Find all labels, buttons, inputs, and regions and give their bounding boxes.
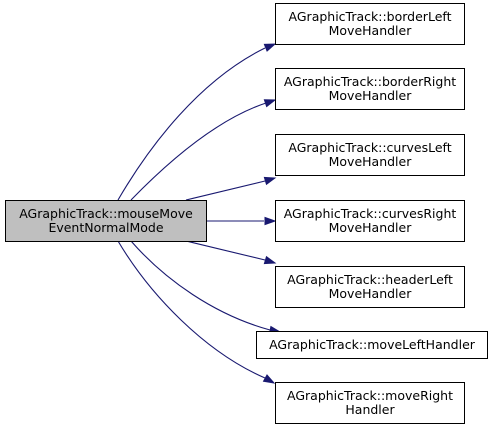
callee-node-curvesLeft-box: [275, 134, 465, 176]
callee-node-moveLeft-label-line: AGraphicTrack::moveLeftHandler: [269, 337, 476, 352]
edge-arrowhead: [263, 176, 277, 186]
callee-node-moveRight-box: [275, 382, 465, 424]
root-function-node-label-line: EventNormalMode: [48, 220, 163, 235]
callee-node-moveRight-label-line: AGraphicTrack::moveRight: [287, 388, 453, 403]
callee-node-moveRight-label-line: Handler: [345, 402, 395, 417]
edge-line: [130, 240, 271, 331]
callee-node-moveLeft-box: [256, 331, 488, 359]
callee-node-curvesLeft-label-line: AGraphicTrack::curvesLeft: [288, 140, 451, 155]
edge-to-headerLeft: [185, 240, 277, 265]
edge-line: [117, 240, 266, 379]
edge-line: [130, 102, 267, 201]
callee-node-headerLeft-label-line: AGraphicTrack::headerLeft: [287, 272, 453, 287]
callee-node-curvesRight-label-line: MoveHandler: [329, 220, 413, 235]
callee-node-borderRight-label-line: AGraphicTrack::borderRight: [284, 74, 456, 89]
edge-line: [185, 180, 266, 201]
callee-node-curvesRight-box: [275, 200, 465, 242]
edge-line: [117, 47, 266, 201]
callee-node-borderLeft-box: [275, 3, 465, 45]
edge-arrowhead: [263, 255, 277, 265]
callee-node-borderRight-label-line: MoveHandler: [329, 88, 413, 103]
edge-to-curvesRight: [206, 216, 277, 226]
edge-to-moveLeft: [130, 240, 282, 335]
edge-arrowhead: [264, 216, 277, 226]
callee-node-borderLeft-label-line: AGraphicTrack::borderLeft: [289, 9, 452, 24]
edge-arrowhead: [263, 43, 277, 52]
edge-arrowhead: [262, 374, 276, 384]
callee-node-headerLeft-box: [275, 266, 465, 308]
callee-node-headerLeft-label-line: MoveHandler: [329, 286, 413, 301]
edge-to-moveRight: [117, 240, 276, 384]
edge-arrowhead: [263, 99, 277, 108]
callee-node-curvesLeft-label-line: MoveHandler: [329, 154, 413, 169]
callee-node-moveLeft[interactable]: AGraphicTrack::moveLeftHandler: [256, 331, 488, 359]
edge-line: [185, 240, 266, 261]
edge-to-borderRight: [130, 99, 277, 201]
callee-node-borderRight-box: [275, 68, 465, 110]
edge-to-curvesLeft: [185, 176, 277, 201]
callee-node-curvesRight-label-line: AGraphicTrack::curvesRight: [284, 206, 457, 221]
root-function-node-label-line: AGraphicTrack::mouseMove: [19, 206, 193, 221]
root-function-node-box: [5, 200, 207, 242]
callee-node-borderLeft-label-line: MoveHandler: [329, 23, 413, 38]
edge-to-borderLeft: [117, 43, 277, 201]
